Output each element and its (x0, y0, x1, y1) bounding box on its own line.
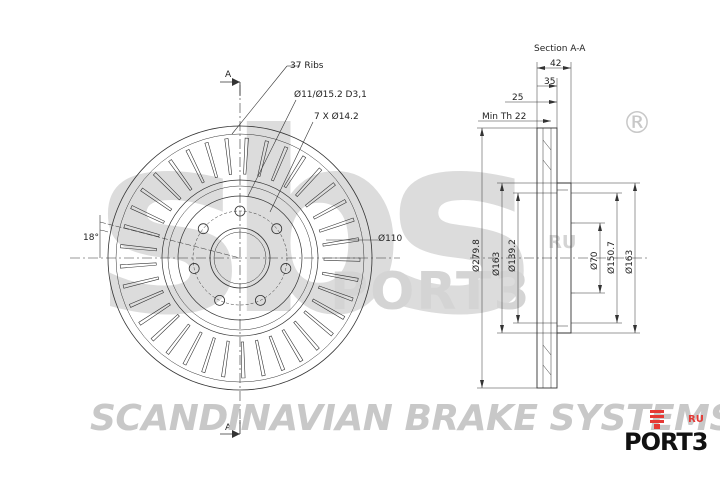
section-title: Section A-A (534, 44, 586, 54)
rib (322, 237, 360, 247)
rib (138, 302, 171, 326)
rib (201, 337, 216, 374)
rib (221, 340, 230, 378)
brand-tagline: SCANDINAVIAN BRAKE SYSTEMS (90, 398, 720, 439)
holes-label: 7 X Ø14.2 (314, 111, 359, 122)
hub-hat (177, 195, 303, 321)
piston-icon (650, 410, 664, 429)
bolt-hole (188, 263, 200, 274)
rib (283, 155, 307, 189)
rib (312, 199, 347, 220)
rib (268, 335, 286, 371)
ru-watermark: RU (548, 232, 577, 253)
rib (255, 339, 266, 377)
dia-150-label: Ø150.7 (606, 241, 617, 274)
bolt-hole (214, 294, 226, 306)
rib (123, 224, 160, 238)
rib (182, 331, 203, 366)
bolt-hole (197, 223, 209, 235)
rib (295, 167, 323, 197)
sbs-watermark: sbs (95, 79, 536, 370)
dim-25-label: 25 (512, 93, 523, 103)
logo-suffix: RU (688, 414, 704, 425)
rib (130, 205, 165, 224)
rib (140, 187, 173, 212)
ventilation-ribs (119, 137, 361, 379)
disc-profile (536, 127, 558, 389)
front-view (70, 65, 400, 438)
section-view (470, 62, 650, 389)
rib (185, 148, 205, 184)
registered-mark: ® (622, 106, 652, 141)
logo-text: PORT3 (624, 428, 708, 456)
rib (204, 141, 219, 179)
port3-logo (650, 410, 664, 429)
angle-label: 18° (83, 233, 99, 243)
section-marker-bottom: A (225, 423, 232, 433)
dia-163-left-label: Ø163 (491, 252, 502, 276)
bolt-hole (280, 263, 292, 274)
dia-139-label: Ø139.2 (507, 239, 518, 272)
disc-outer-edge (107, 125, 373, 391)
rib (318, 285, 354, 302)
rib (270, 146, 289, 182)
rib (318, 217, 355, 233)
rib (311, 298, 346, 320)
dia-70-label: Ø70 (589, 251, 600, 270)
rib (224, 138, 232, 176)
bolt-hole (234, 205, 246, 217)
hat-profile (557, 182, 572, 334)
rib (303, 310, 334, 337)
rib (122, 276, 160, 289)
rib (119, 262, 157, 269)
bolt-hole (271, 223, 283, 235)
rib (257, 140, 269, 177)
rib (243, 137, 249, 175)
rib (165, 323, 191, 355)
ribs-label: 37 Ribs (290, 61, 324, 71)
rib (152, 172, 182, 201)
bolt-dimension-label: Ø11/Ø15.2 D3,1 (294, 89, 367, 100)
rib (304, 182, 336, 208)
rib (293, 320, 320, 351)
rib (240, 341, 246, 379)
rib (150, 313, 180, 342)
dia-163-right-label: Ø163 (624, 250, 635, 274)
bolt-holes (188, 205, 292, 306)
rib (168, 159, 193, 191)
dim-42-label: 42 (550, 59, 561, 69)
dim-35-label: 35 (544, 77, 555, 87)
rib (281, 329, 304, 363)
rib (322, 271, 359, 282)
bolt-hole (254, 294, 266, 306)
hub-diameter-label: Ø110 (378, 233, 403, 244)
section-marker-top: A (225, 70, 232, 80)
min-thickness-label: Min Th 22 (482, 112, 526, 122)
rib (120, 244, 157, 252)
dia-279-label: Ø279.8 (471, 239, 482, 272)
rib (128, 290, 164, 308)
rib (323, 257, 361, 262)
center-bore (209, 227, 271, 289)
